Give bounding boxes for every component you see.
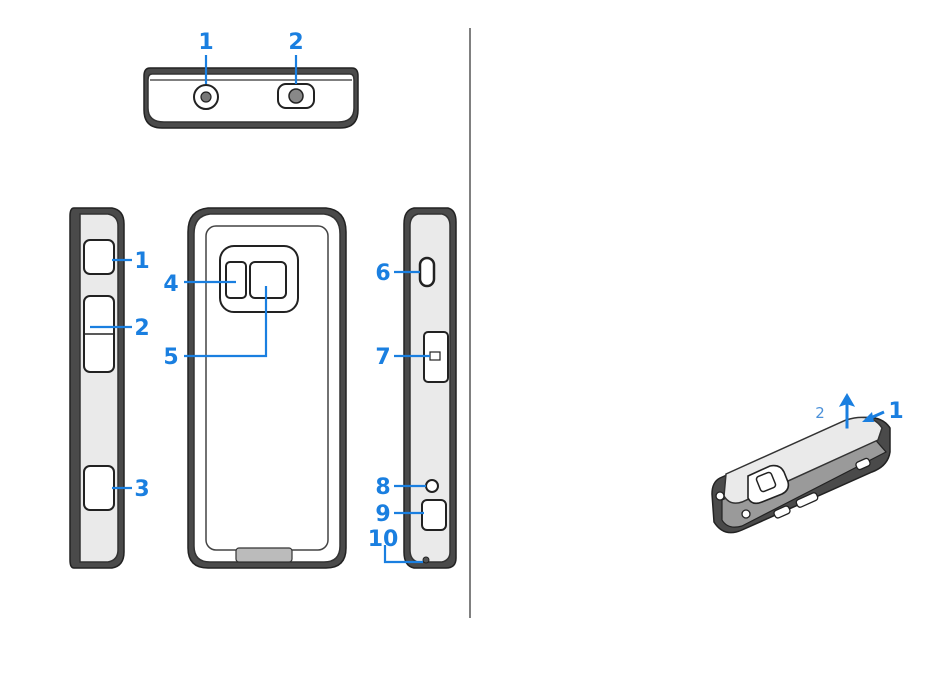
callout-cover-1: 1	[888, 399, 903, 424]
callout-back-5: 5	[163, 345, 178, 370]
volume-key-icon	[84, 240, 114, 274]
strap-eyelet-icon	[420, 258, 434, 286]
callout-top-2: 2	[288, 30, 303, 55]
callout-side-2: 2	[134, 316, 149, 341]
cover-removal-view: 1 2	[712, 394, 904, 533]
capture-key-icon	[422, 500, 446, 530]
callout-top-1: 1	[198, 30, 213, 55]
callout-side-3: 3	[134, 477, 149, 502]
callout-side-6: 6	[375, 261, 390, 286]
top-view: 1 2	[144, 30, 358, 128]
callout-back-4: 4	[163, 272, 178, 297]
callout-side-1: 1	[134, 249, 149, 274]
lock-switch-icon	[84, 466, 114, 510]
camera-flash-icon	[226, 262, 246, 298]
main-camera-lens-icon	[250, 262, 286, 298]
callout-side-9: 9	[375, 502, 390, 527]
charger-connector-icon	[426, 480, 438, 492]
left-side-view: 1 2 3	[70, 208, 150, 568]
callout-side-7: 7	[375, 345, 390, 370]
callout-side-10: 10	[368, 527, 399, 552]
right-side-view: 6 7 8 9 10	[368, 208, 456, 568]
microphone-icon	[423, 557, 429, 563]
back-view: 4 5	[163, 208, 346, 568]
callout-side-8: 8	[375, 475, 390, 500]
callout-cover-2: 2	[815, 404, 825, 422]
